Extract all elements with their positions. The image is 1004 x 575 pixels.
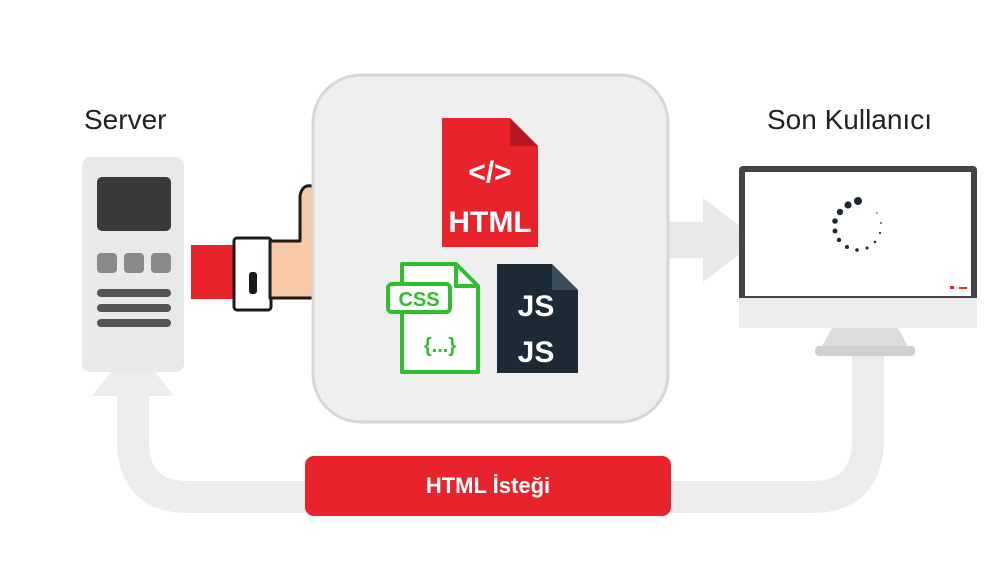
monitor-icon <box>739 166 977 356</box>
css-file-label: CSS <box>398 289 439 311</box>
js-file-label-top: JS <box>518 290 555 323</box>
server-icon <box>82 157 184 372</box>
html-file-symbol: </> <box>468 156 511 189</box>
css-file-braces: {...} <box>424 335 456 357</box>
loading-spinner-icon <box>832 197 882 252</box>
css-file-icon: CSS {...} <box>386 262 480 374</box>
js-file-label-bottom: JS <box>518 336 555 369</box>
end-user-label: Son Kullanıcı <box>767 104 932 135</box>
js-file-icon: JS JS <box>497 264 578 373</box>
html-request-label: HTML İsteği <box>305 456 671 516</box>
stop-hand-icon <box>191 184 320 312</box>
html-file-label: HTML <box>448 206 531 239</box>
html-file-icon: </> HTML <box>442 118 538 247</box>
server-label: Server <box>84 104 167 135</box>
